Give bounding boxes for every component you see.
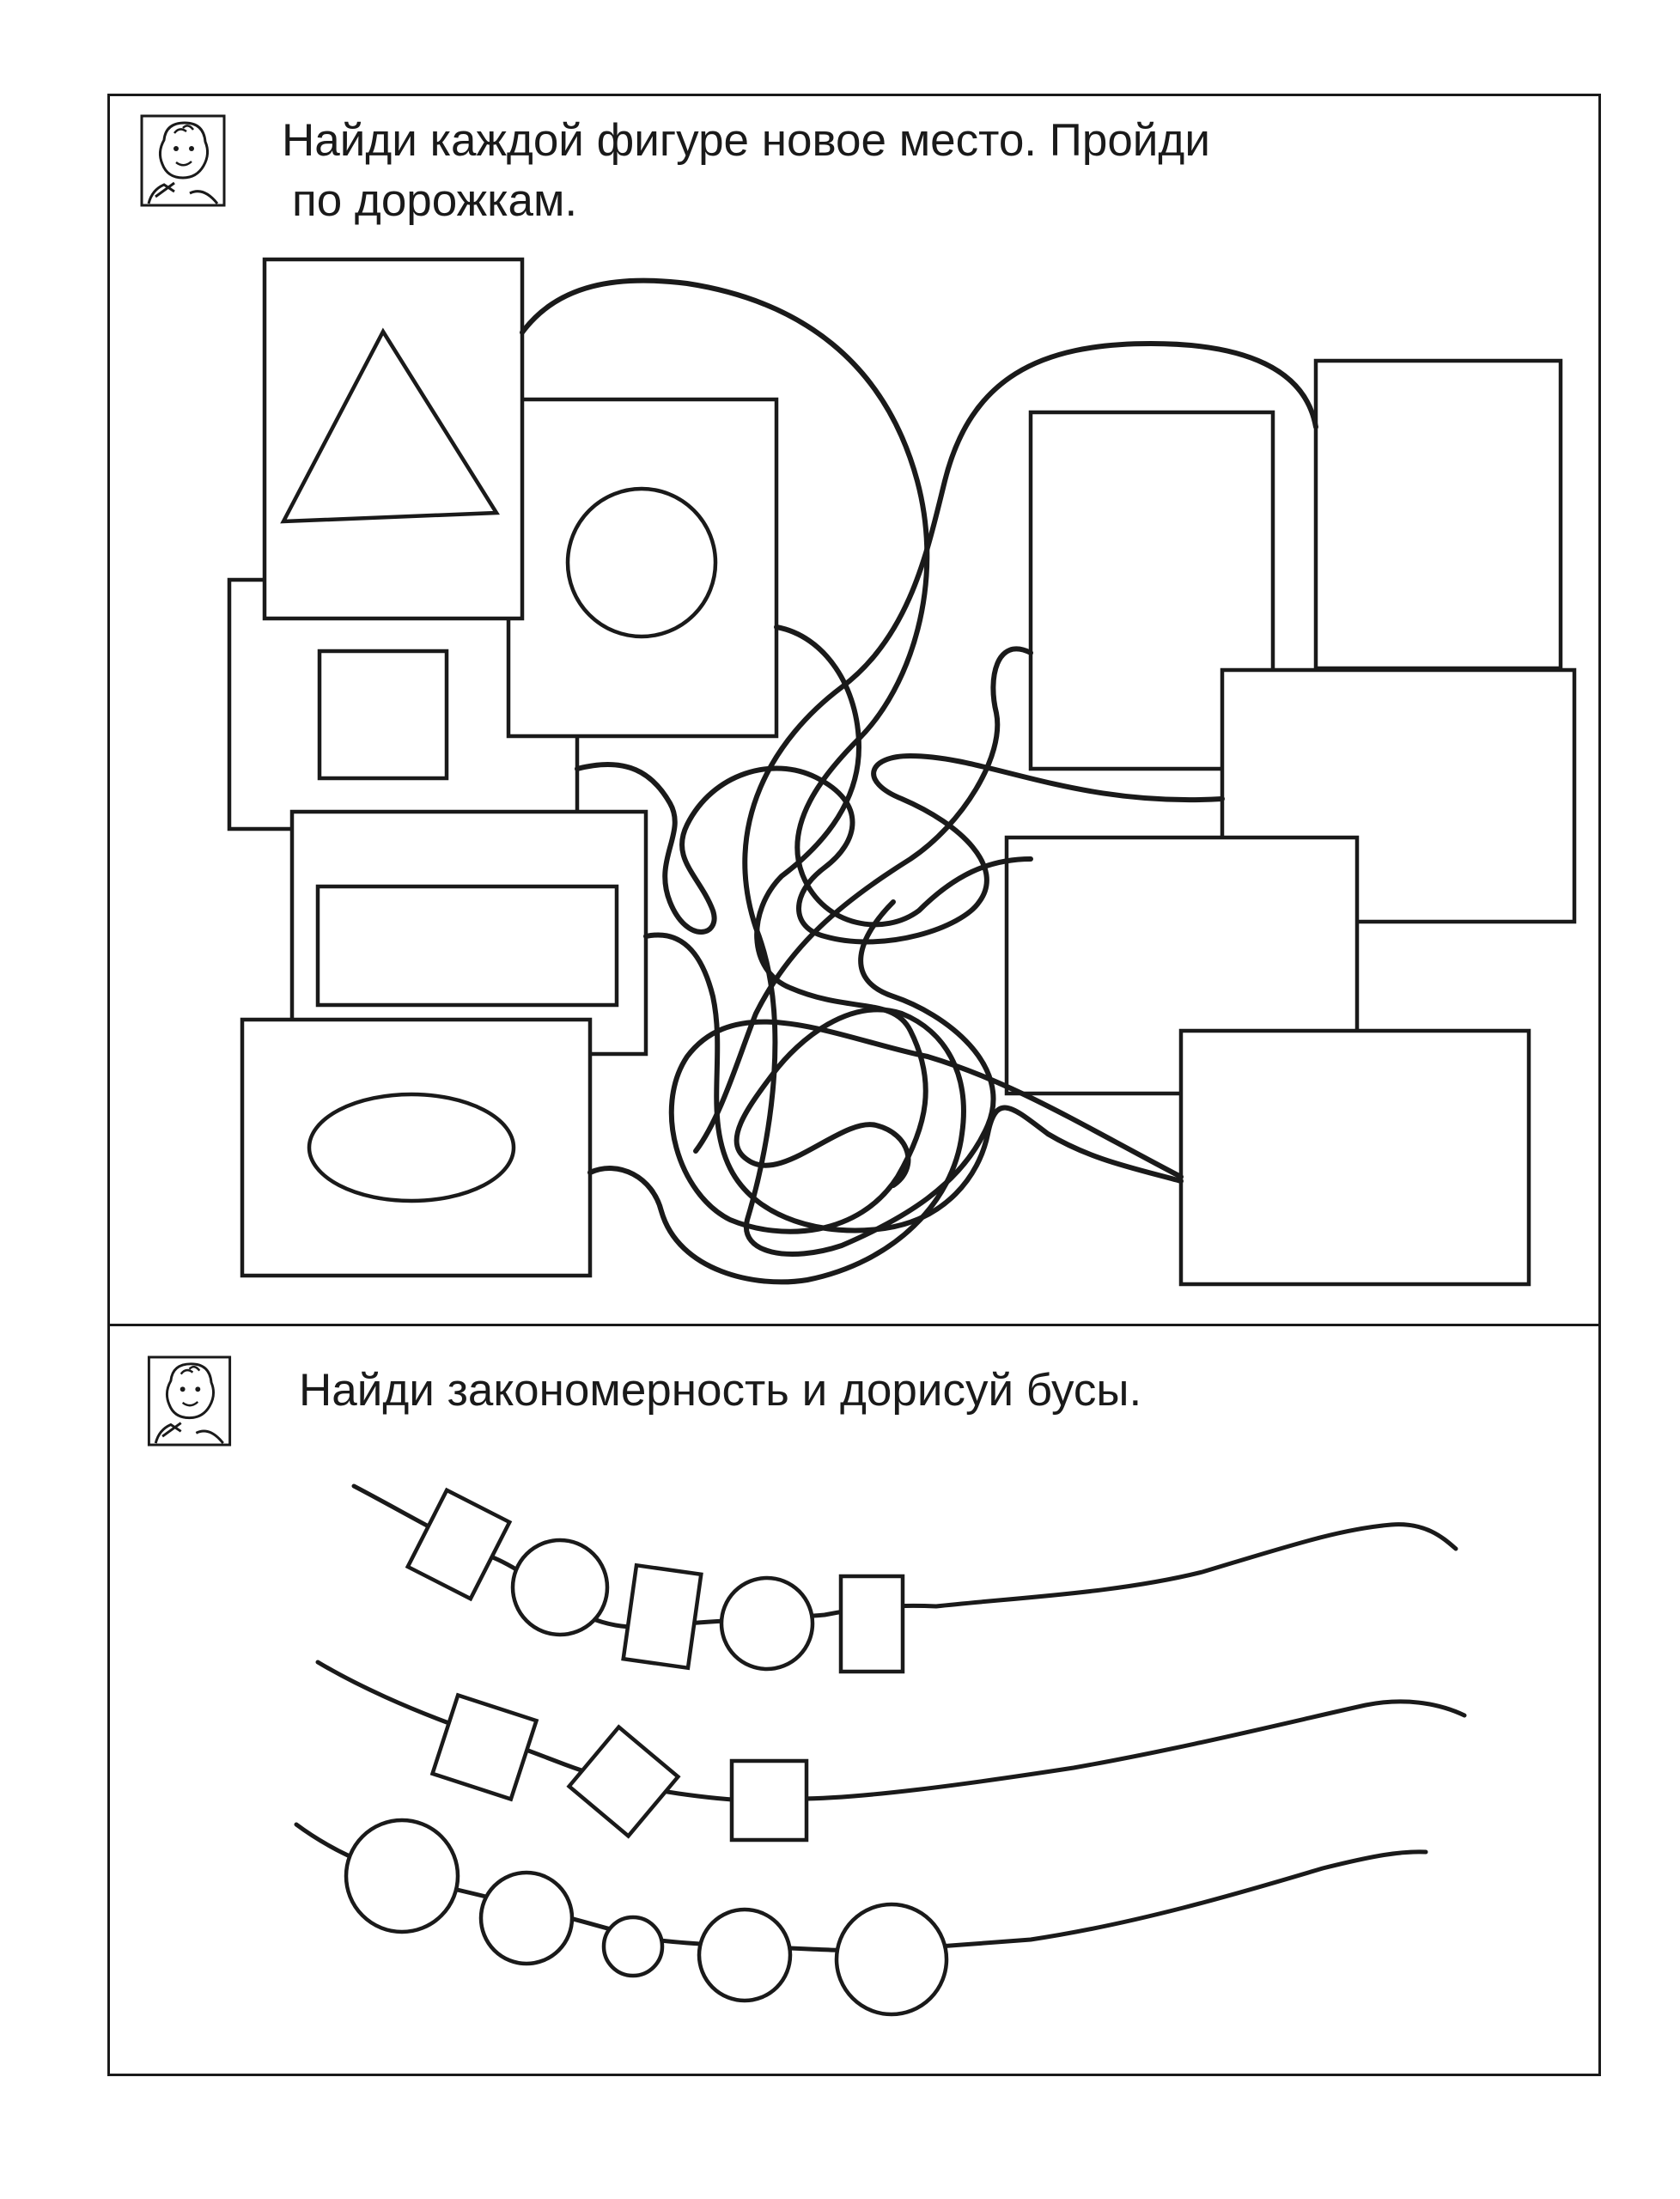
maze-path [520,277,1033,928]
ellipse-card [240,1017,593,1278]
large-circle-bead [344,1818,460,1934]
target-card [1313,358,1563,671]
square-bead [621,1562,703,1671]
child-face-icon [147,1355,232,1447]
small-circle-bead [601,1915,665,1978]
triangle-card [262,257,525,621]
task2-instruction: Найди закономерность и дорисуй бусы. [299,1365,1142,1416]
maze-path [587,646,1033,1285]
circle-bead [510,1538,610,1637]
square-bead [429,1692,539,1802]
task1-instruction-line2: по дорожкам. [292,175,578,226]
diamond-bead [566,1724,681,1839]
target-card [1178,1028,1531,1287]
medium-circle-bead [478,1870,575,1966]
circle-bead [719,1575,815,1672]
maze-path [668,624,1184,1234]
task1-instruction-line1: Найди каждой фигуре новое место. Пройди [282,115,1210,166]
worksheet-frame [107,94,1601,2076]
shape-matching-maze [227,257,1577,1287]
maze-path [643,932,1184,1234]
section-divider [107,1324,1601,1326]
square-bead [405,1487,513,1602]
medium-circle-bead [697,1907,793,2003]
bead-string-3 [294,1822,1428,1953]
maze-path [742,341,1318,1257]
circle-card [506,397,779,739]
square-bead [838,1574,905,1674]
rectangle-card [289,809,648,1057]
square-bead [729,1758,809,1843]
maze-path [575,753,1225,945]
large-circle-bead [834,1902,949,2017]
child-face-icon [140,114,226,207]
